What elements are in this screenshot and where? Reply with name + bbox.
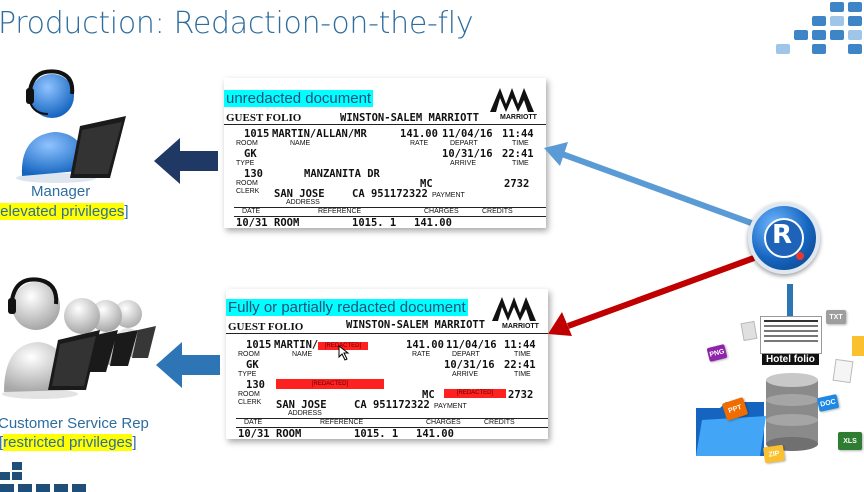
csr-role-label: Customer Service Rep (0, 415, 149, 432)
connector-line (787, 284, 793, 318)
charges-header: DATE REFERENCE CHARGES CREDITS (236, 418, 548, 428)
marriott-logo-icon (490, 88, 534, 112)
guest-folio-heading: GUEST FOLIO (228, 321, 304, 333)
csr-privilege-label: [restricted privileges] (0, 434, 137, 451)
charge-row: 10/31 (236, 217, 268, 228)
redacted-card-box: [REDACTED] (444, 389, 506, 398)
mouse-cursor-icon (338, 345, 350, 361)
marriott-logo-icon (492, 297, 536, 321)
redacted-address-box: [REDACTED] (276, 379, 384, 389)
redacted-name-box: [REDACTED] (318, 342, 368, 350)
unredacted-document: unredacted document MARRIOTT GUEST FOLIO… (224, 78, 546, 228)
rm-server-logo-icon: R (748, 202, 820, 274)
address-line: MANZANITA DR (304, 168, 380, 180)
guest-folio-heading: GUEST FOLIO (226, 112, 302, 124)
manager-person-icon (16, 69, 126, 183)
redacted-caption: Fully or partially redacted document (226, 299, 468, 316)
unredacted-caption: unredacted document (224, 90, 374, 107)
doc-file-icon: DOC (816, 394, 840, 412)
flow-arrows (544, 142, 756, 336)
hotel-folio-thumbnail (760, 316, 822, 354)
manager-privilege-label: [elevated privileges] (0, 203, 129, 220)
company-logo (772, 0, 864, 62)
gray-file-icon (740, 320, 758, 342)
charges-header: DATE REFERENCE CHARGES CREDITS (234, 207, 546, 217)
hotel-folio-label: Hotel folio (762, 354, 819, 365)
folder-icon (696, 402, 766, 456)
hotel-name: WINSTON-SALEM MARRIOTT (346, 319, 486, 331)
yellow-file-icon (852, 336, 864, 356)
csr-privilege-highlight: restricted privileges (3, 434, 133, 451)
xls-file-icon: XLS (838, 432, 862, 450)
txt-file-icon: TXT (826, 310, 846, 324)
arrow-to-csr (156, 342, 220, 388)
redacted-document: Fully or partially redacted document MAR… (226, 289, 548, 439)
brand-label: MARRIOTT (500, 114, 537, 121)
slide-title: Production: Redaction-on-the-fly (0, 6, 474, 41)
charge-row: 10/31 (238, 428, 270, 439)
manager-privilege-highlight: elevated privileges (0, 203, 125, 220)
csr-team-icon (2, 277, 156, 399)
brand-label: MARRIOTT (502, 323, 539, 330)
png-file-icon: PNG (706, 344, 728, 362)
arrow-to-manager (154, 138, 218, 184)
zip-file-icon: ZIP (762, 444, 786, 464)
manager-role-label: Manager (31, 183, 91, 200)
hotel-name: WINSTON-SALEM MARRIOTT (340, 112, 480, 124)
company-logo-footer (0, 462, 90, 492)
gray-file-icon (832, 358, 854, 384)
database-icon (766, 373, 818, 451)
